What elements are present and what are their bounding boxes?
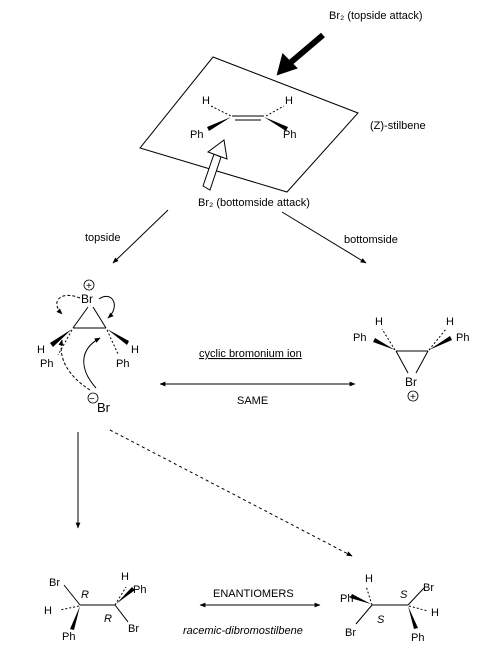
minus-charge-sign: − — [89, 394, 95, 405]
bromonium-ph-left: Ph — [40, 358, 53, 370]
rr-br-left: Br — [49, 577, 60, 589]
enantiomers-label: ENANTIOMERS — [213, 588, 294, 600]
bromonium-ion-bottomside: H H Ph Ph Br + — [353, 316, 469, 403]
bottomside-attack-arrow — [202, 139, 228, 191]
bottom-bromonium-h-right: H — [446, 316, 454, 328]
rr-label-r1: R — [81, 589, 89, 601]
rr-h-right: H — [121, 571, 129, 583]
bottom-bromonium-br: Br — [405, 375, 417, 389]
racemic-label: racemic-dibromostilbene — [183, 625, 303, 637]
bottom-bromonium-ph-right: Ph — [456, 332, 469, 344]
plus-charge-icon — [83, 279, 95, 291]
stilbene-ph-right: Ph — [283, 129, 296, 141]
bromonium-ph-right: Ph — [116, 358, 129, 370]
plus-charge-sign-bottom: + — [410, 392, 416, 403]
bromide-br: Br — [97, 400, 111, 415]
stilbene-h-left: H — [202, 95, 210, 107]
plus-charge-sign: + — [86, 281, 92, 292]
stilbene-h-right: H — [285, 95, 293, 107]
product-ss: H Ph Br Br H Ph S S — [340, 573, 439, 644]
bromonium-ion-topside: + Br H Ph H Ph − Br — [37, 279, 139, 415]
same-label: SAME — [237, 395, 268, 407]
ss-label-s2: S — [400, 589, 408, 601]
bottomside-label: bottomside — [344, 234, 398, 246]
ss-ph-right: Ph — [411, 632, 424, 644]
reaction-plane — [139, 56, 359, 193]
rr-ph-left: Ph — [62, 631, 75, 643]
cyclic-bromonium-ion-label: cyclic bromonium ion — [199, 348, 302, 360]
bromonium-h-right: H — [131, 344, 139, 356]
rr-ph-right: Ph — [133, 584, 146, 596]
bromonium-h-left: H — [37, 344, 45, 356]
plus-charge-icon-bottom — [407, 390, 419, 402]
rr-label-r2: R — [104, 613, 112, 625]
product-rr: Br H Ph H Ph Br R R — [44, 571, 146, 643]
topside-label: topside — [85, 232, 120, 244]
bromonium-br-top: Br — [81, 292, 93, 306]
rr-h-left: H — [44, 605, 52, 617]
bottomside-arrow — [281, 211, 367, 264]
ss-h-left: H — [365, 573, 373, 585]
ss-br-left: Br — [345, 627, 356, 639]
ss-ph-left: Ph — [340, 593, 353, 605]
br2-topside-label: Br₂ (topside attack) — [329, 10, 423, 22]
z-stilbene-label: (Z)-stilbene — [370, 120, 426, 132]
ss-h-right: H — [431, 607, 439, 619]
topside-arrow — [112, 209, 169, 264]
bottom-bromonium-ph-left: Ph — [353, 332, 366, 344]
ss-br-right: Br — [423, 582, 434, 594]
product-arrow-dashed — [109, 429, 353, 557]
ss-label-s1: S — [377, 614, 385, 626]
br2-bottomside-label: Br₂ (bottomside attack) — [198, 197, 310, 209]
topside-attack-arrow — [276, 32, 325, 76]
minus-charge-icon — [87, 392, 99, 404]
rr-br-right: Br — [128, 623, 139, 635]
stilbene-ph-left: Ph — [190, 129, 203, 141]
bottom-bromonium-h-left: H — [375, 316, 383, 328]
z-stilbene-molecule: H H Ph Ph — [190, 95, 296, 141]
